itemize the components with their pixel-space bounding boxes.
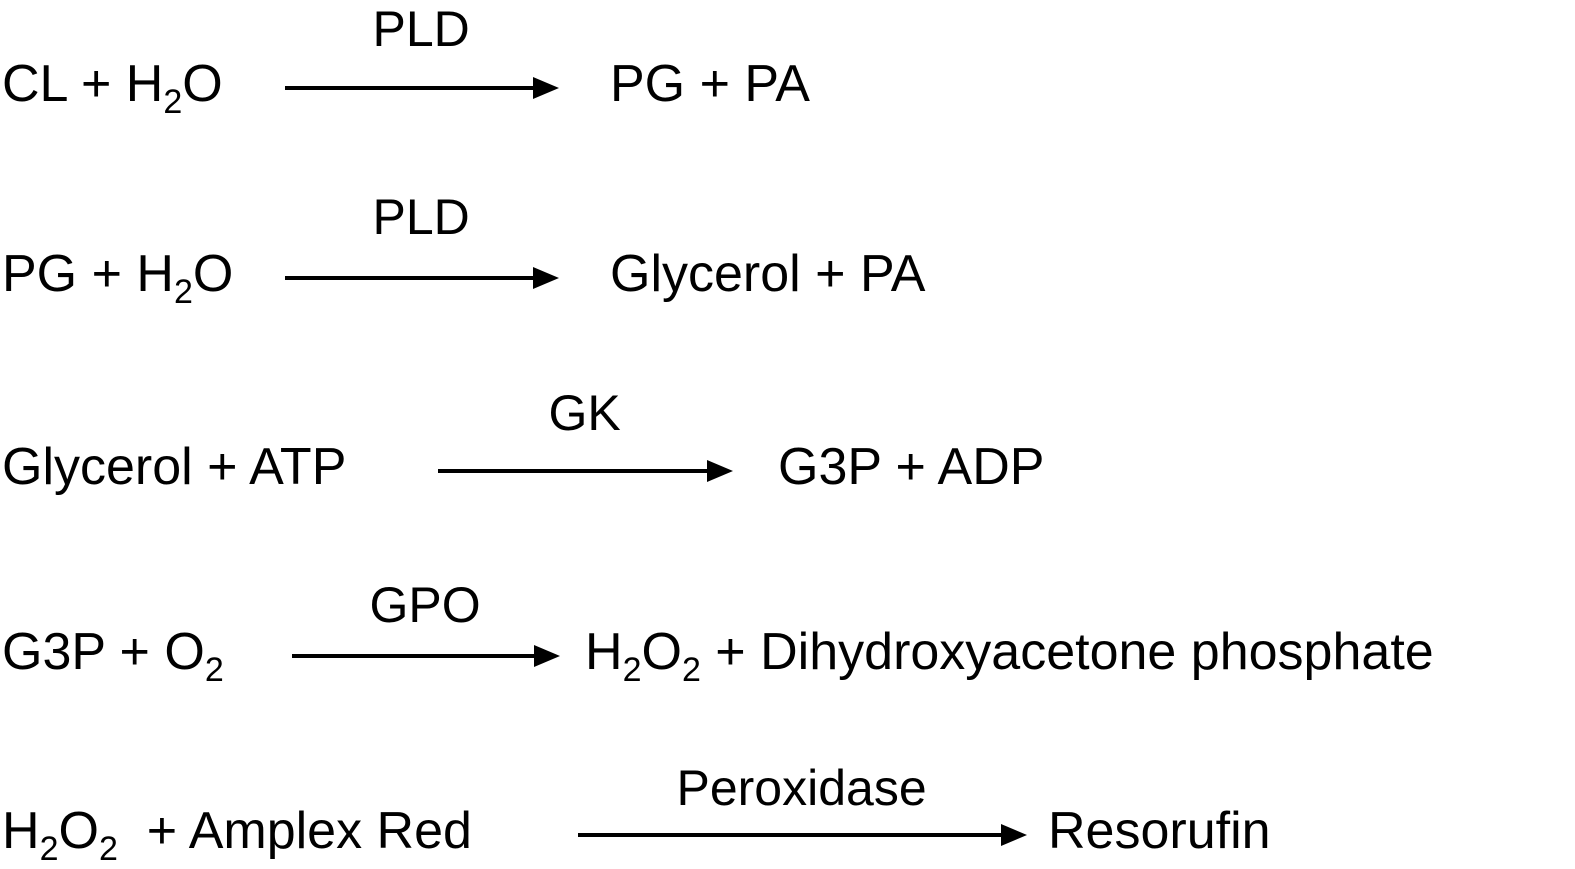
formula-text: O [182,55,223,113]
reactants-1: CL + H2O [2,55,223,119]
reaction-arrow-5 [578,824,1027,846]
reactants-4: G3P + O2 [2,623,224,687]
formula-text: H [2,802,40,860]
subscript: 2 [39,830,59,868]
enzyme-label-3: GK [548,385,621,441]
formula-text: G3P + ADP [778,438,1045,496]
formula-text: CL + H [2,55,164,113]
enzyme-label-5: Peroxidase [676,760,927,816]
reactants-3: Glycerol + ATP [2,441,346,493]
products-2: Glycerol + PA [610,248,925,300]
reaction-arrow-1 [285,77,559,99]
reaction-arrow-4 [292,645,560,667]
subscript: 2 [163,83,183,121]
formula-text: O [641,623,682,681]
formula-text: PG + H [2,245,174,303]
reactants-5: H2O2 + Amplex Red [2,802,472,866]
formula-text: O [192,245,234,303]
enzyme-label-2: PLD [372,189,470,245]
formula-text: Glycerol + ATP [2,438,347,496]
subscript: 2 [681,651,701,689]
formula-text: + Dihydroxyacetone phosphate [700,623,1434,681]
enzyme-label-4: GPO [369,577,481,633]
arrow-head [707,460,733,482]
enzyme-label-1: PLD [372,1,470,57]
formula-text: PG + PA [610,55,810,113]
formula-text: + Amplex Red [117,802,472,860]
reactants-2: PG + H2O [2,245,234,309]
products-5: Resorufin [1048,805,1271,857]
subscript: 2 [622,651,642,689]
reaction-arrow-2 [285,267,559,289]
formula-text: O [58,802,99,860]
arrow-head [1001,824,1027,846]
formula-text: H [585,623,623,681]
products-3: G3P + ADP [778,441,1044,493]
formula-text: Glycerol + PA [610,245,926,303]
products-4: H2O2 + Dihydroxyacetone phosphate [585,623,1434,687]
arrow-head [534,645,560,667]
formula-text: Resorufin [1048,802,1271,860]
products-1: PG + PA [610,58,810,110]
arrow-head [533,77,559,99]
arrow-head [533,267,559,289]
formula-text: G3P + O [2,623,205,681]
subscript: 2 [173,273,193,311]
subscript: 2 [98,830,118,868]
subscript: 2 [204,651,224,689]
reaction-arrow-3 [438,460,733,482]
